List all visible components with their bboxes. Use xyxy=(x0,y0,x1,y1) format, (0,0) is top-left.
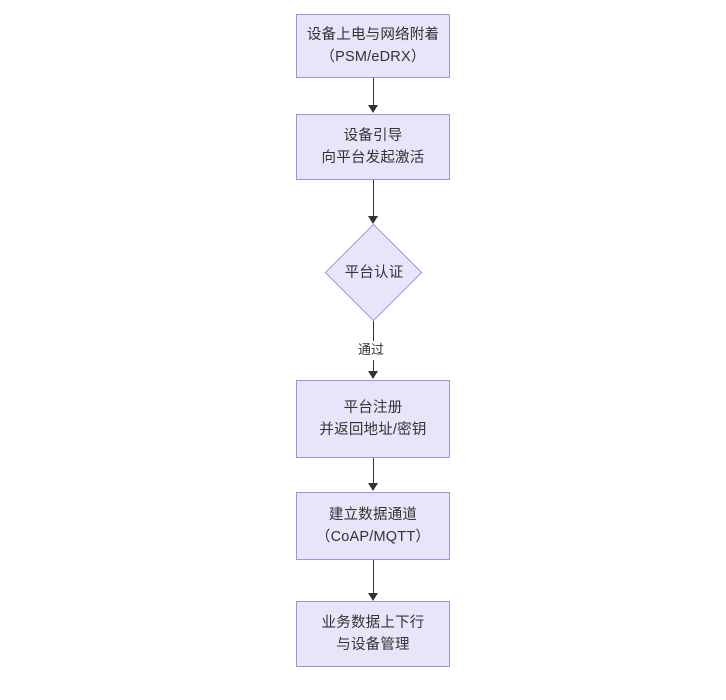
flow-node-line: 设备引导 xyxy=(343,127,403,144)
flow-node-platform-register[interactable]: 平台注册 并返回地址/密钥 xyxy=(296,380,450,458)
flow-node-device-power-on[interactable]: 设备上电与网络附着 （PSM/eDRX） xyxy=(296,14,450,78)
flow-node-line: 向平台发起激活 xyxy=(321,150,425,166)
flow-node-line: 平台认证 xyxy=(344,264,404,281)
flow-node-line: 并返回地址/密钥 xyxy=(319,422,427,438)
arrowhead-n4-n5 xyxy=(368,483,378,491)
connector-n2-n3 xyxy=(373,180,374,217)
connector-n1-n2 xyxy=(373,78,374,106)
flow-node-line: 平台注册 xyxy=(343,399,403,416)
flow-node-line: 设备上电与网络附着 xyxy=(306,26,440,43)
edge-label-pass: 通过 xyxy=(355,341,388,360)
arrowhead-n5-n6 xyxy=(368,593,378,601)
flow-node-data-channel[interactable]: 建立数据通道 （CoAP/MQTT） xyxy=(296,492,450,560)
flow-node-line: （PSM/eDRX） xyxy=(320,49,426,65)
connector-n5-n6 xyxy=(373,560,374,594)
flow-node-line: 与设备管理 xyxy=(336,637,410,653)
flow-node-business-data[interactable]: 业务数据上下行 与设备管理 xyxy=(296,601,450,667)
connector-n4-n5 xyxy=(373,458,374,484)
arrowhead-n1-n2 xyxy=(368,105,378,113)
arrowhead-n2-n3 xyxy=(368,216,378,224)
flow-node-line: 业务数据上下行 xyxy=(321,614,425,631)
flow-node-platform-auth-label: 平台认证 xyxy=(325,259,423,287)
arrowhead-n3-n4 xyxy=(368,371,378,379)
flow-node-device-bootstrap[interactable]: 设备引导 向平台发起激活 xyxy=(296,114,450,180)
flow-node-line: （CoAP/MQTT） xyxy=(315,529,431,545)
flow-node-line: 建立数据通道 xyxy=(328,506,418,523)
